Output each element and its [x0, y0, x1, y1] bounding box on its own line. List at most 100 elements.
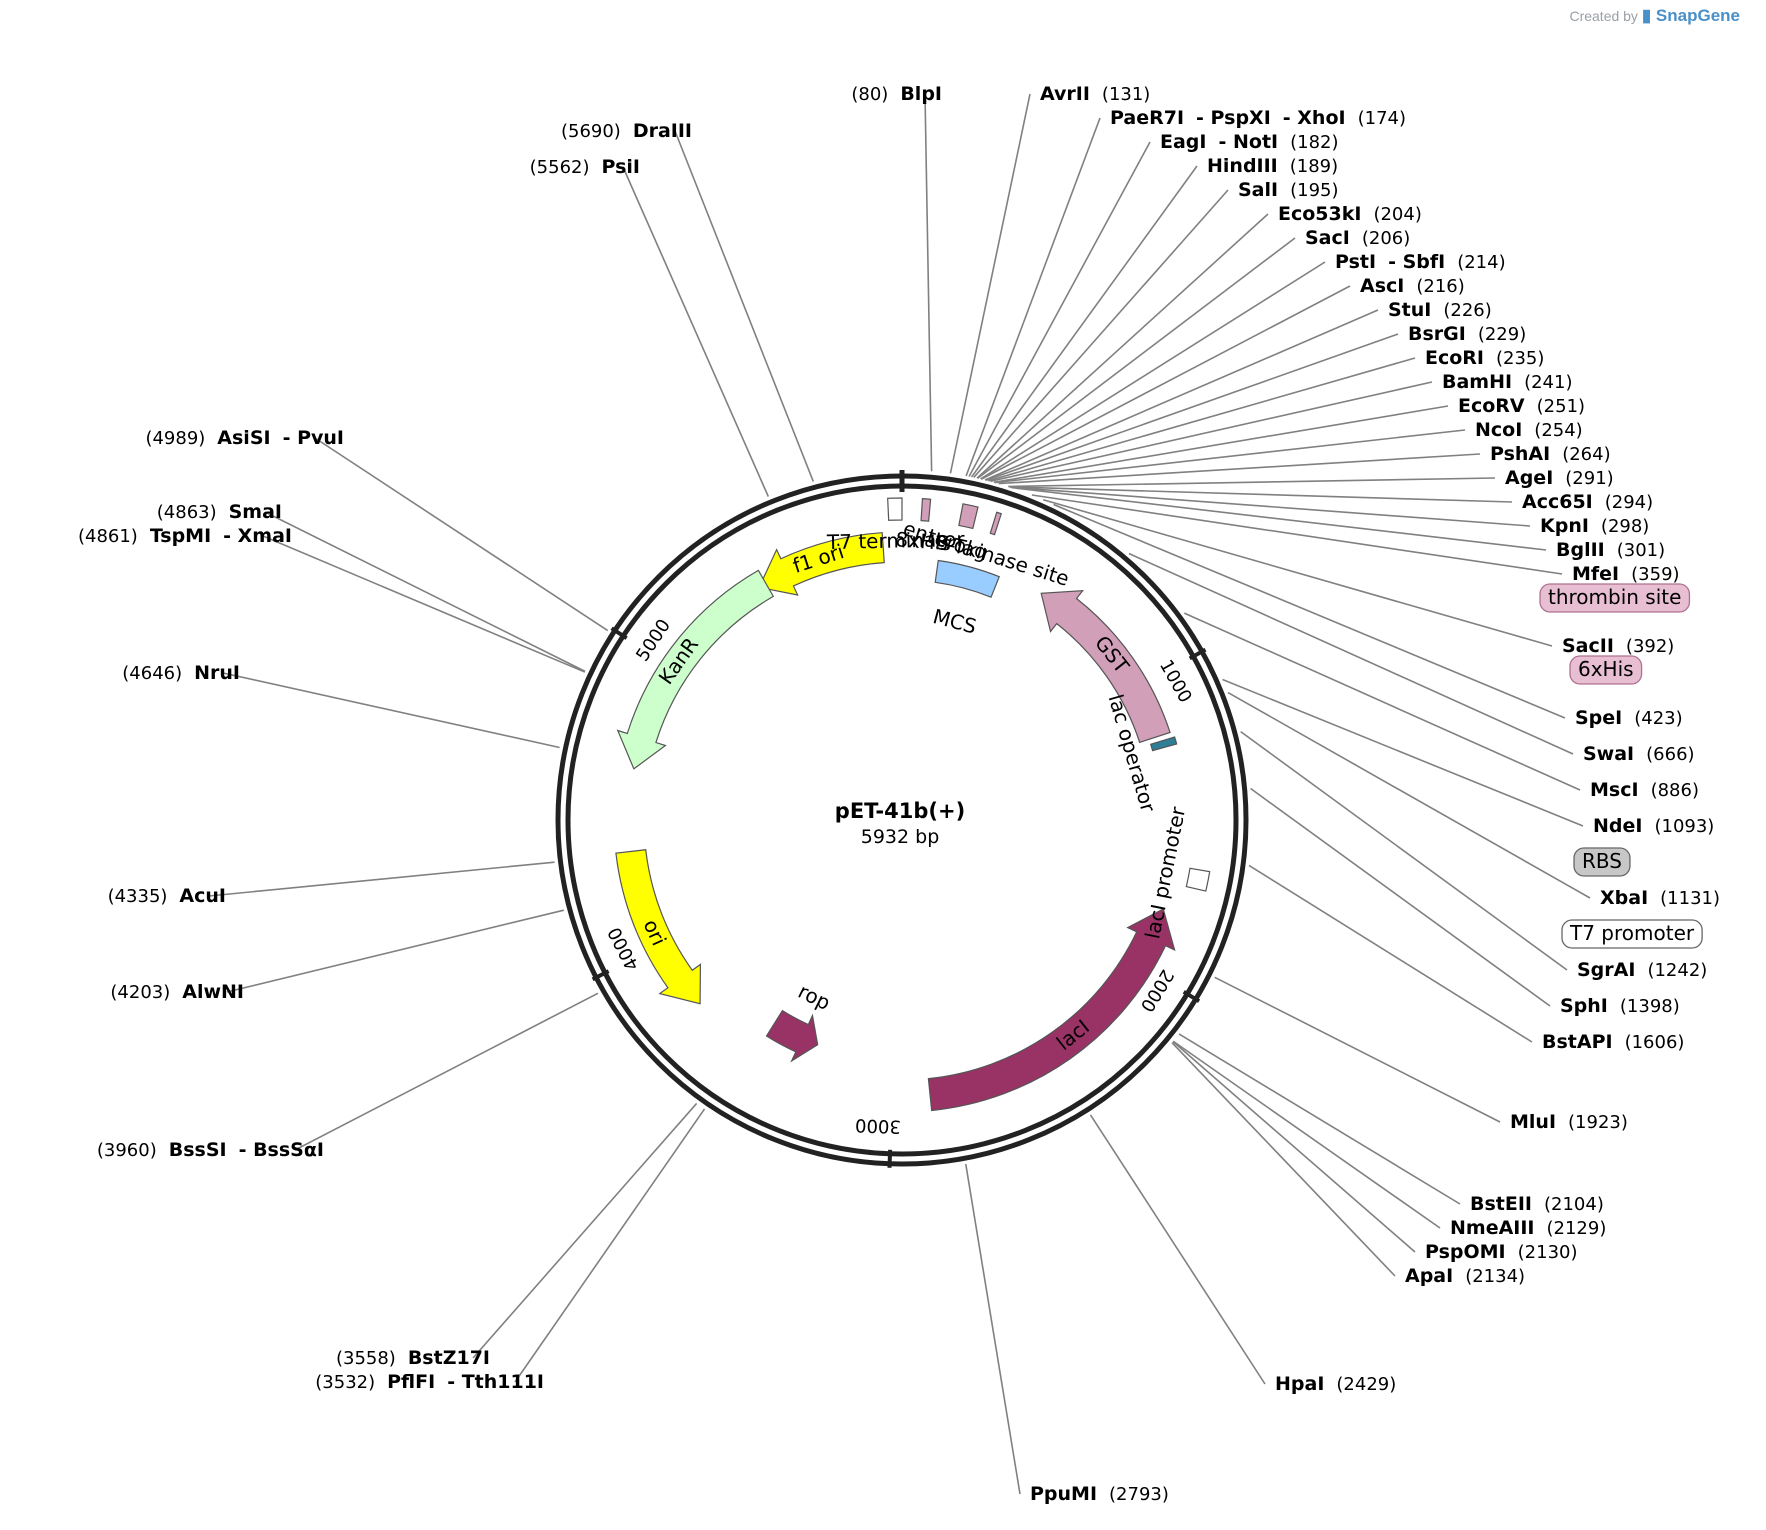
- svg-text:BglII(301): BglII(301): [1556, 539, 1665, 561]
- svg-text:EcoRV(251): EcoRV(251): [1458, 395, 1585, 417]
- tick-2000: [1182, 990, 1201, 1003]
- svg-text:HpaI(2429): HpaI(2429): [1275, 1373, 1396, 1395]
- site-position: (294): [1605, 492, 1653, 513]
- leader-spei: [1053, 503, 1566, 719]
- feature-label-rop: rop: [794, 979, 834, 1015]
- leader-pflfi: [514, 1108, 706, 1383]
- site-bsssi: (3960) BssSI - BssSαI: [97, 1139, 324, 1161]
- site-position: (214): [1457, 252, 1505, 273]
- site-sacii: SacII(392): [1562, 635, 1674, 657]
- svg-text:(4989)AsiSI- PvuI: (4989)AsiSI- PvuI: [145, 427, 344, 449]
- site-name: - NotI: [1218, 131, 1278, 153]
- boxed-label-rbs: RBS: [1573, 847, 1631, 877]
- site-name: AcuI: [179, 885, 226, 907]
- leader-stui: [984, 309, 1379, 481]
- site-name: NcoI: [1475, 419, 1522, 441]
- svg-text:MfeI(359): MfeI(359): [1572, 563, 1680, 585]
- boxed-label-text: RBS: [1582, 849, 1622, 873]
- site-position: (131): [1102, 84, 1150, 105]
- leader-psii: [622, 166, 770, 497]
- site-smai: (4863)SmaI: [157, 501, 282, 523]
- leader-hpai: [1089, 1114, 1266, 1385]
- svg-text:Acc65I(294): Acc65I(294): [1522, 491, 1653, 513]
- leader-alwni: [226, 909, 565, 993]
- site-name: BamHI: [1442, 371, 1512, 393]
- leader-pspomi: [1172, 1040, 1416, 1253]
- svg-text:SgrAI(1242): SgrAI(1242): [1577, 959, 1707, 981]
- leader-nmeaiii: [1172, 1040, 1441, 1229]
- site-position: (182): [1290, 132, 1338, 153]
- site-ppumi: PpuMI(2793): [1030, 1483, 1169, 1505]
- boxed-label-t7-promoter: T7 promoter: [1561, 919, 1703, 949]
- site-position: (3960): [97, 1140, 157, 1161]
- svg-text:NmeAIII(2129): NmeAIII(2129): [1450, 1217, 1606, 1239]
- leader-bsssi: [294, 992, 599, 1151]
- svg-text:MscI(886): MscI(886): [1590, 779, 1699, 801]
- site-pshai: PshAI(264): [1490, 443, 1611, 465]
- site-tspmi: (4861)TspMI- XmaI: [78, 525, 292, 547]
- site-position: (226): [1443, 300, 1491, 321]
- site-name: PstI: [1335, 251, 1376, 273]
- site-spei: SpeI (423): [1575, 707, 1683, 729]
- leader-agei: [1008, 477, 1496, 488]
- svg-text:BamHI(241): BamHI(241): [1442, 371, 1572, 393]
- feature-f1-ori: [758, 532, 885, 596]
- site-position: (5690): [561, 121, 621, 142]
- snapgene-logo: ▮ SnapGene: [1641, 6, 1740, 25]
- svg-text:(3532)PflFI- Tth111I: (3532)PflFI- Tth111I: [315, 1371, 544, 1393]
- feature-s-tag: [958, 503, 979, 530]
- site-labels: (80)BlpI(5690)DraIII(5562)PsiIAvrII(131)…: [78, 83, 1720, 1505]
- leader-draiii: [674, 130, 815, 482]
- site-nmeaiii: NmeAIII(2129): [1450, 1217, 1606, 1239]
- site-name: EcoRV: [1458, 395, 1525, 417]
- svg-text:(3960)BssSI- BssSαI: (3960) BssSI - BssSαI: [97, 1139, 324, 1161]
- leader-lines: [208, 93, 1591, 1495]
- leader-avrii: [949, 93, 1031, 474]
- site-position: (216): [1416, 276, 1464, 297]
- leader-eco53ki: [976, 213, 1269, 479]
- leader-xbai: [1227, 691, 1591, 899]
- svg-text:BstEII(2104): BstEII(2104): [1470, 1193, 1604, 1215]
- site-name: - BssSαI: [239, 1139, 324, 1161]
- site-position: (1242): [1647, 960, 1707, 981]
- svg-text:StuI(226): StuI(226): [1388, 299, 1492, 321]
- svg-text:AgeI(291): AgeI(291): [1505, 467, 1614, 489]
- site-name: AlwNI: [182, 981, 244, 1003]
- leader-paer7i: [965, 117, 1101, 477]
- leader-bglii: [1011, 486, 1547, 551]
- svg-text:PshAI(264): PshAI(264): [1490, 443, 1611, 465]
- site-name: HindIII: [1207, 155, 1278, 177]
- leader-sacii: [1042, 498, 1553, 647]
- site-position: (2429): [1336, 1374, 1396, 1395]
- site-hindiii: HindIII(189): [1207, 155, 1338, 177]
- site-position: (666): [1646, 744, 1694, 765]
- plasmid-size: 5932 bp: [861, 826, 940, 848]
- leader-ncoi: [994, 429, 1466, 484]
- svg-text:BstAPI(1606): BstAPI(1606): [1542, 1031, 1684, 1053]
- site-xbai: XbaI(1131): [1600, 887, 1720, 909]
- site-eagi: EagI- NotI(182): [1160, 131, 1339, 153]
- leader-msci: [1183, 612, 1581, 791]
- tick-4000: [591, 969, 610, 982]
- site-name: NdeI: [1593, 815, 1642, 837]
- site-name: SpeI: [1575, 707, 1622, 729]
- site-ecorv: EcoRV(251): [1458, 395, 1585, 417]
- site-saci: SacI(206): [1305, 227, 1410, 249]
- site-position: (4861): [78, 526, 138, 547]
- site-name: BssSI: [169, 1139, 227, 1161]
- site-bstz17i: (3558)BstZ17I: [336, 1347, 490, 1369]
- site-position: (423): [1634, 708, 1682, 729]
- svg-text:PaeR7I- PspXI- XhoI(174): PaeR7I- PspXI- XhoI(174): [1110, 107, 1406, 129]
- leader-bamhi: [990, 381, 1433, 483]
- svg-text:(80)BlpI: (80)BlpI: [851, 83, 942, 105]
- site-name: - Tth111I: [447, 1371, 544, 1393]
- svg-text:EagI- NotI(182): EagI- NotI(182): [1160, 131, 1339, 153]
- site-name: PsiI: [602, 156, 640, 178]
- site-name: AvrII: [1040, 83, 1090, 105]
- leader-ndei: [1222, 678, 1584, 827]
- leader-asci: [981, 285, 1351, 480]
- tick-5000: [610, 626, 628, 640]
- site-position: (264): [1562, 444, 1610, 465]
- plasmid-name: pET-41b(+): [835, 799, 965, 823]
- site-ncoi: NcoI(254): [1475, 419, 1583, 441]
